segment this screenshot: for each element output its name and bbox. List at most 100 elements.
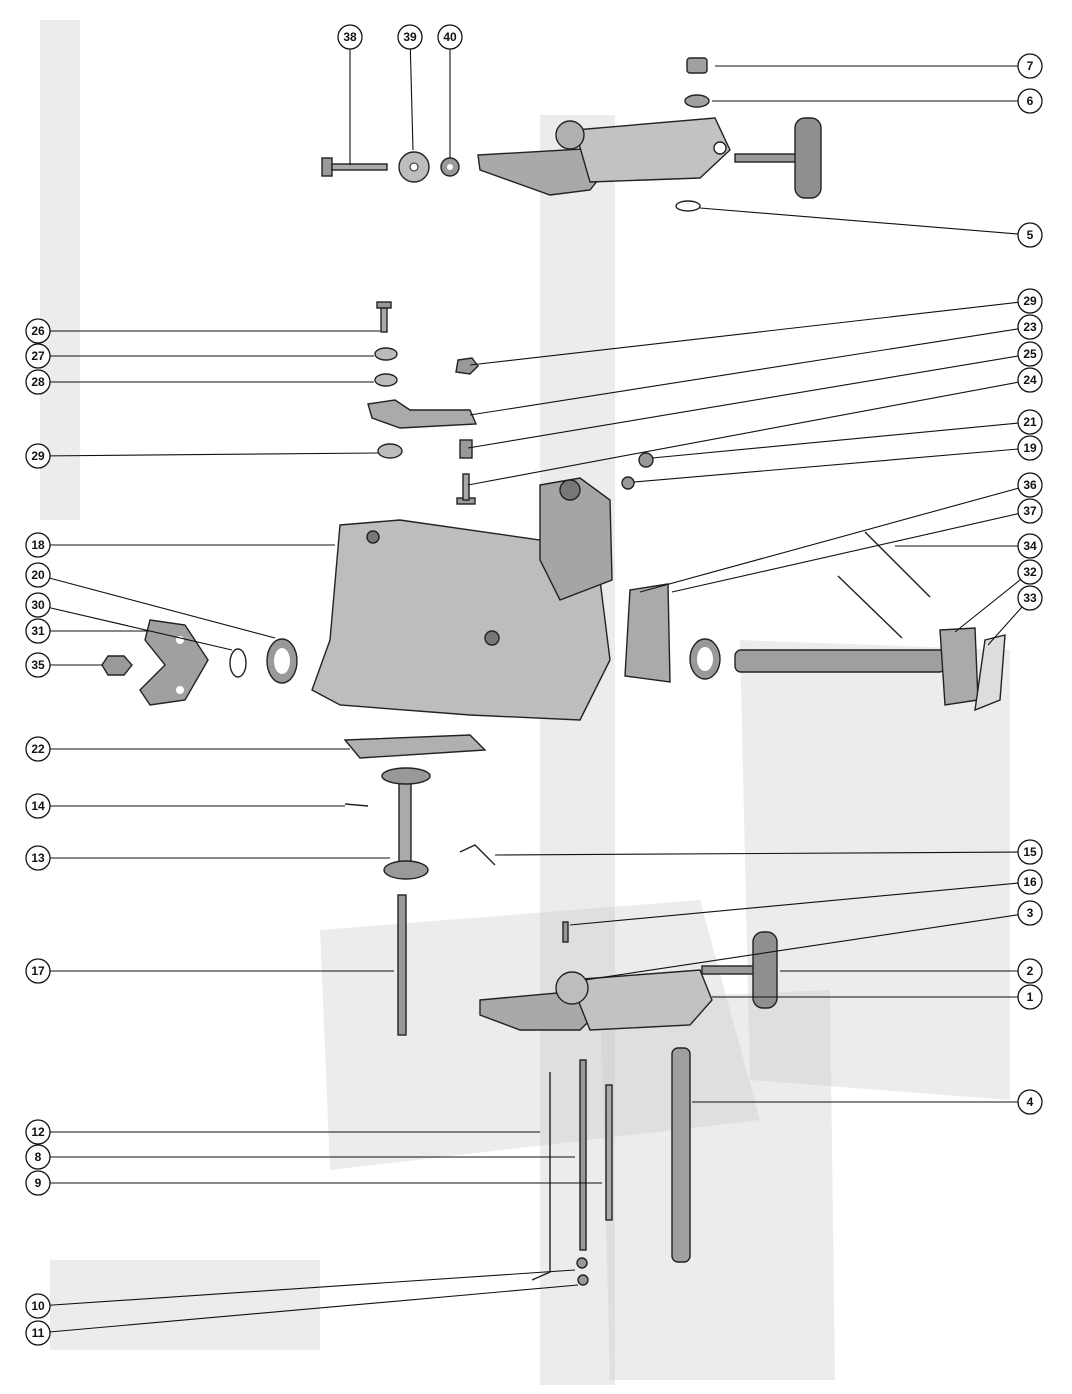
callout-35: 35 bbox=[25, 652, 102, 678]
part-33-plate bbox=[974, 634, 1006, 712]
callout-5: 5 bbox=[699, 207, 1043, 248]
callout-number: 30 bbox=[31, 598, 45, 612]
callout-10: 10 bbox=[25, 1269, 576, 1319]
background-ghost-image bbox=[40, 20, 1010, 1385]
callout-bubble bbox=[25, 318, 51, 344]
callout-bubble bbox=[1017, 900, 1043, 926]
part-29-nut-upper bbox=[455, 357, 479, 375]
callout-bubble bbox=[1017, 409, 1043, 435]
part-13-lever bbox=[381, 767, 431, 880]
part-21-nut bbox=[638, 452, 654, 468]
callout-number: 23 bbox=[1023, 320, 1037, 334]
callout-26: 26 bbox=[25, 318, 380, 344]
callout-bubble bbox=[25, 443, 51, 469]
callout-leader-line bbox=[37, 604, 233, 651]
callout-number: 24 bbox=[1023, 373, 1037, 387]
callout-40: 40 bbox=[437, 24, 463, 158]
callout-bubble bbox=[1017, 222, 1043, 248]
callout-number: 8 bbox=[35, 1150, 42, 1164]
callout-number: 15 bbox=[1023, 845, 1037, 859]
callout-leader-line bbox=[639, 484, 1031, 593]
callout-bubble bbox=[25, 618, 51, 644]
part-2-thumb-screw bbox=[701, 931, 778, 1009]
callout-number: 4 bbox=[1027, 1095, 1034, 1109]
callout-number: 5 bbox=[1027, 228, 1034, 242]
callout-leader-line bbox=[584, 912, 1031, 981]
callout-29: 29 bbox=[469, 288, 1043, 366]
part-23-plate bbox=[367, 399, 478, 429]
part-36-bushing bbox=[624, 583, 671, 683]
callout-bubble bbox=[25, 369, 51, 395]
callout-12: 12 bbox=[25, 1119, 540, 1145]
callout-17: 17 bbox=[25, 958, 394, 984]
part-35-nut bbox=[101, 655, 133, 676]
callout-8: 8 bbox=[25, 1144, 575, 1170]
callout-6: 6 bbox=[712, 88, 1043, 114]
part-7-cap bbox=[686, 57, 708, 74]
callout-number: 34 bbox=[1023, 539, 1037, 553]
callout-11: 11 bbox=[25, 1284, 579, 1346]
callout-bubble bbox=[1017, 498, 1043, 524]
callout-number: 21 bbox=[1023, 415, 1037, 429]
callout-bubble bbox=[25, 1320, 51, 1346]
callout-33: 33 bbox=[987, 585, 1043, 646]
callout-bubble bbox=[25, 845, 51, 871]
callout-14: 14 bbox=[25, 793, 345, 819]
callout-number: 40 bbox=[443, 30, 457, 44]
callout-bubble bbox=[1017, 958, 1043, 984]
part-8-rod bbox=[579, 1059, 587, 1251]
callout-number: 1 bbox=[1027, 990, 1034, 1004]
callout-bubble bbox=[25, 562, 51, 588]
callout-leader-line bbox=[651, 421, 1031, 459]
callout-leader-line bbox=[494, 851, 1031, 856]
callout-leader-line bbox=[569, 881, 1031, 926]
callout-number: 19 bbox=[1023, 441, 1037, 455]
callout-number: 10 bbox=[31, 1299, 45, 1313]
callout-24: 24 bbox=[467, 367, 1043, 486]
callout-21: 21 bbox=[651, 409, 1043, 459]
callout-number: 28 bbox=[31, 375, 45, 389]
callout-number: 37 bbox=[1023, 504, 1037, 518]
callout-bubble bbox=[1017, 984, 1043, 1010]
callout-1: 1 bbox=[712, 984, 1043, 1010]
callout-bubble bbox=[25, 343, 51, 369]
callout-38: 38 bbox=[337, 24, 363, 165]
callout-bubble bbox=[1017, 88, 1043, 114]
part-25-spacer bbox=[459, 439, 473, 459]
callout-number: 2 bbox=[1027, 964, 1034, 978]
callout-bubble bbox=[25, 1293, 51, 1319]
callout-29: 29 bbox=[25, 443, 379, 469]
part-19-setscrew bbox=[621, 476, 635, 490]
part-seal-right bbox=[689, 638, 721, 680]
callout-30: 30 bbox=[25, 592, 233, 651]
part-4-tube bbox=[671, 1047, 691, 1263]
callout-leader-line bbox=[467, 353, 1031, 449]
callout-number: 39 bbox=[403, 30, 417, 44]
callout-bubble bbox=[25, 1144, 51, 1170]
part-15-spring bbox=[459, 844, 496, 866]
callout-bubble bbox=[397, 24, 423, 50]
callout-number: 18 bbox=[31, 538, 45, 552]
callout-number: 3 bbox=[1027, 906, 1034, 920]
part-24-screw bbox=[456, 473, 476, 505]
callout-34: 34 bbox=[895, 533, 1043, 559]
upper-thumb-screw bbox=[734, 117, 822, 199]
callout-number: 38 bbox=[343, 30, 357, 44]
callout-13: 13 bbox=[25, 845, 390, 871]
callout-bubble bbox=[25, 736, 51, 762]
callout-bubble bbox=[1017, 472, 1043, 498]
callout-bubble bbox=[25, 958, 51, 984]
callout-bubble bbox=[25, 1119, 51, 1145]
callout-27: 27 bbox=[25, 343, 374, 369]
callout-bubble bbox=[1017, 288, 1043, 314]
callout-leader-line bbox=[699, 207, 1031, 236]
part-32-tilt-tube bbox=[734, 627, 979, 706]
callout-bubble bbox=[1017, 559, 1043, 585]
callout-leader-line bbox=[671, 510, 1031, 593]
callout-9: 9 bbox=[25, 1170, 602, 1196]
callout-36: 36 bbox=[639, 472, 1043, 593]
part-38-bolt bbox=[321, 157, 388, 177]
callout-bubble bbox=[1017, 435, 1043, 461]
callout-number: 33 bbox=[1023, 591, 1037, 605]
part-9-rod bbox=[605, 1084, 613, 1221]
